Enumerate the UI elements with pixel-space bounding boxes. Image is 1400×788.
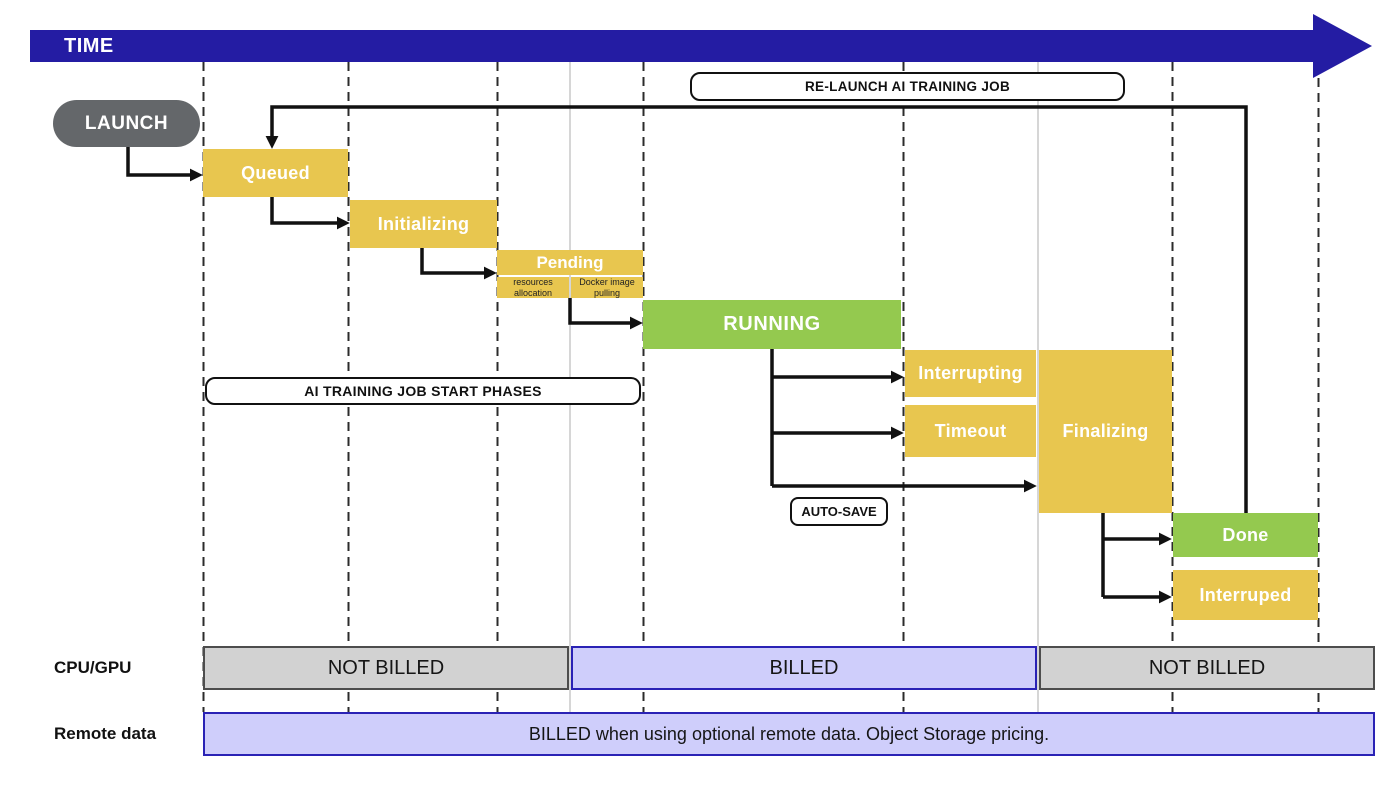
segment-label: NOT BILLED [1148,656,1266,679]
node-timeout-label: Timeout [934,420,1007,441]
annotation-start-phases-label: AI TRAINING JOB START PHASES [304,383,542,399]
arrow-relaunch-loop [265,105,1248,513]
arrow-queued-to-initializing [270,197,350,230]
segment-label: BILLED [769,656,839,679]
time-axis: TIME [30,30,1313,62]
flow-arrows [126,105,1248,604]
node-done-label: Done [1222,524,1269,545]
node-queued: Queued [203,149,348,197]
arrow-initializing-to-pending [420,248,497,280]
segment-label: NOT BILLED [327,656,445,679]
node-interruped-label: Interruped [1199,584,1292,605]
annotation-autosave: AUTO-SAVE [790,497,888,526]
node-running-label: RUNNING [723,313,821,335]
arrow-pending-to-running [568,298,643,330]
cpu-billing-segment-billed: BILLED [571,646,1037,690]
node-interrupting: Interrupting [905,350,1036,397]
node-queued-label: Queued [241,162,310,183]
annotation-relaunch-label: RE-LAUNCH AI TRAINING JOB [805,79,1010,94]
time-arrowhead-icon [1313,14,1372,78]
annotation-autosave-label: AUTO-SAVE [801,504,877,519]
remote-data-billing-bar: BILLED when using optional remote data. … [203,712,1375,756]
cpu-gpu-row-label: CPU/GPU [54,658,132,677]
time-axis-label: TIME [64,34,114,57]
node-initializing-label: Initializing [377,213,470,234]
node-pending-resources-allocation: resources allocation [497,277,569,298]
node-interrupting-label: Interrupting [918,363,1023,383]
remote-data-row-label: Remote data [54,724,157,743]
node-timeout: Timeout [905,405,1036,457]
cpu-billing-segment-not-billed-right: NOT BILLED [1039,646,1375,690]
annotation-relaunch: RE-LAUNCH AI TRAINING JOB [690,72,1125,101]
annotation-start-phases: AI TRAINING JOB START PHASES [205,377,641,405]
node-interruped: Interruped [1173,570,1318,620]
node-pending-label: Pending [497,250,643,275]
cpu-billing-segment-not-billed-left: NOT BILLED [203,646,569,690]
node-finalizing-label: Finalizing [1062,421,1149,441]
node-pending-docker-image-pulling: Docker image pulling [571,277,643,298]
node-finalizing: Finalizing [1039,350,1172,513]
node-pending-subphases: resources allocation Docker image pullin… [497,277,643,298]
node-running: RUNNING [643,300,901,349]
node-done: Done [1173,513,1318,557]
arrow-launch-to-queued [126,147,203,182]
remote-data-billing-text: BILLED when using optional remote data. … [528,723,1050,744]
node-pending: Pending resources allocation Docker imag… [497,250,643,298]
node-initializing: Initializing [350,200,497,248]
node-launch: LAUNCH [53,100,200,147]
node-launch-label: LAUNCH [84,112,169,134]
